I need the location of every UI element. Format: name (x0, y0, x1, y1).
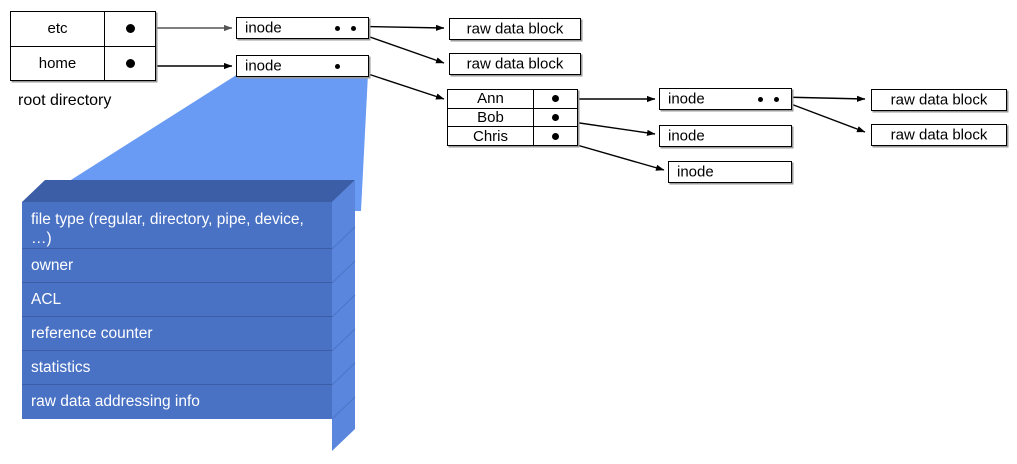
table-row[interactable]: Bob (448, 108, 577, 128)
root-directory-table[interactable]: etc home (10, 11, 156, 81)
inode-box-ann[interactable]: inode (659, 88, 792, 110)
inode-box-bob[interactable]: inode (659, 125, 792, 147)
arrow-inodeann-to-rdb4 (782, 100, 866, 133)
inode-detail-block: file type (regular, directory, pipe, dev… (0, 175, 380, 464)
home-entry-name: Bob (448, 108, 534, 127)
root-directory-caption: root directory (18, 92, 112, 109)
inode-pointer-dot-icon (774, 96, 779, 102)
pointer-dot-icon (552, 114, 559, 121)
inode-label: inode (668, 127, 705, 145)
inode-field-row: file type (regular, directory, pipe, dev… (22, 202, 332, 249)
pointer-dot-icon (552, 132, 559, 140)
table-row[interactable]: home (11, 46, 155, 81)
home-entry-name: Chris (448, 127, 534, 146)
pointer-dot-icon (125, 24, 135, 34)
inode-field-row: statistics (22, 351, 332, 385)
raw-data-block-label: raw data block (466, 55, 564, 73)
home-directory-table[interactable]: Ann Bob Chris (447, 89, 578, 146)
home-entry-name: Ann (448, 90, 534, 108)
inode-label: inode (245, 57, 282, 75)
raw-data-block-1[interactable]: raw data block (449, 18, 581, 40)
raw-data-block-2[interactable]: raw data block (449, 53, 581, 75)
inode-label: inode (677, 163, 714, 181)
raw-data-block-label: raw data block (466, 20, 564, 38)
table-row[interactable]: Chris (448, 127, 577, 146)
home-entry-pointer[interactable] (534, 127, 577, 145)
table-row[interactable]: Ann (448, 90, 577, 109)
raw-data-block-3[interactable]: raw data block (871, 89, 1007, 111)
inode-pointer-dot-icon (758, 96, 763, 102)
inode-box-home[interactable]: inode (236, 55, 369, 77)
arrow-inodeann-to-rdb3 (779, 95, 866, 102)
inode-field-row: ACL (22, 283, 332, 317)
block-front-face: file type (regular, directory, pipe, dev… (22, 202, 332, 419)
home-entry-pointer[interactable] (534, 109, 577, 127)
table-row[interactable]: etc (11, 12, 155, 47)
inode-label: inode (245, 19, 282, 37)
raw-data-block-4[interactable]: raw data block (871, 124, 1007, 146)
block-top-face (22, 180, 355, 202)
inode-pointer-dot-icon (351, 25, 356, 31)
inode-field-row: owner (22, 249, 332, 283)
inode-label: inode (668, 90, 705, 108)
raw-data-block-label: raw data block (890, 126, 988, 144)
raw-data-block-label: raw data block (890, 91, 988, 109)
inode-pointer-dot-icon (335, 63, 340, 69)
inode-field-row: raw data addressing info (31, 393, 200, 410)
root-entry-pointer[interactable] (105, 12, 155, 46)
inode-box-etc[interactable]: inode (236, 17, 369, 39)
pointer-dot-icon (125, 58, 135, 68)
block-3d-faces (22, 180, 356, 451)
root-entry-name: etc (11, 12, 105, 46)
inode-pointer-dot-icon (335, 25, 340, 31)
root-entry-pointer[interactable] (105, 47, 155, 81)
block-right-face (332, 180, 355, 451)
inode-field-row: reference counter (22, 317, 332, 351)
root-entry-name: home (11, 46, 105, 80)
pointer-dot-icon (552, 95, 559, 103)
home-entry-pointer[interactable] (534, 90, 577, 108)
inode-box-chris[interactable]: inode (668, 161, 792, 183)
